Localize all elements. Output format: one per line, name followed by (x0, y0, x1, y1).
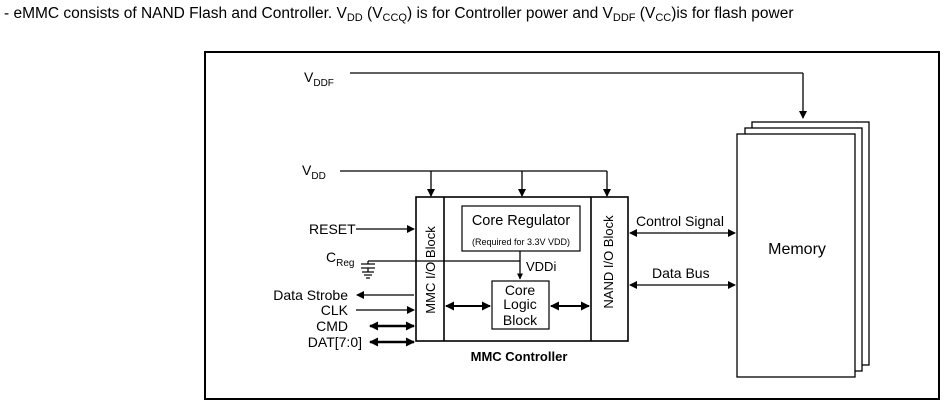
core-regulator-label: Core Regulator (472, 213, 570, 229)
caption-vcc-sub: CC (655, 12, 672, 24)
cmd-label: CMD (316, 318, 348, 334)
mmc-controller-block (415, 196, 629, 342)
memory-label: Memory (768, 241, 826, 258)
core-regulator-note: (Required for 3.3V VDD) (472, 237, 570, 247)
core-logic-box (491, 280, 550, 330)
outer-frame (204, 51, 940, 400)
core-logic-label-line1: Core (505, 282, 536, 298)
reset-label: RESET (309, 221, 356, 237)
dat-label: DAT[7:0] (308, 334, 362, 350)
caption-part4: (V (635, 5, 656, 22)
core-logic-label-line3: Block (503, 312, 538, 328)
clk-label: CLK (321, 302, 349, 318)
mmc-io-block-label: MMC I/O Block (423, 226, 438, 314)
caption: - eMMC consists of NAND Flash and Contro… (4, 5, 794, 24)
control-signal-label: Control Signal (636, 213, 724, 229)
mmc-controller-label: MMC Controller (471, 349, 568, 364)
memory-block (736, 133, 856, 378)
caption-part5: )is for flash power (671, 5, 794, 22)
creg-label: CReg (326, 249, 354, 269)
caption-vddf-sub: DDF (612, 12, 636, 24)
caption-vccq-sub: CCQ (382, 12, 407, 24)
caption-prefix: - eMMC consists of NAND Flash and Contro… (4, 5, 347, 22)
caption-part2: (V (362, 5, 383, 22)
vddf-label: VDDF (304, 69, 334, 89)
caption-vdd-sub: DD (346, 12, 363, 24)
caption-part3: ) is for Controller power and V (407, 5, 613, 22)
data-strobe-label: Data Strobe (273, 287, 348, 303)
core-logic-label-line2: Logic (503, 296, 536, 312)
data-bus-label: Data Bus (652, 265, 710, 281)
vdd-label: VDD (302, 162, 326, 182)
core-regulator-box (461, 205, 581, 252)
nand-io-block-label: NAND I/O Block (601, 215, 616, 309)
vddi-label: VDDi (526, 259, 556, 274)
